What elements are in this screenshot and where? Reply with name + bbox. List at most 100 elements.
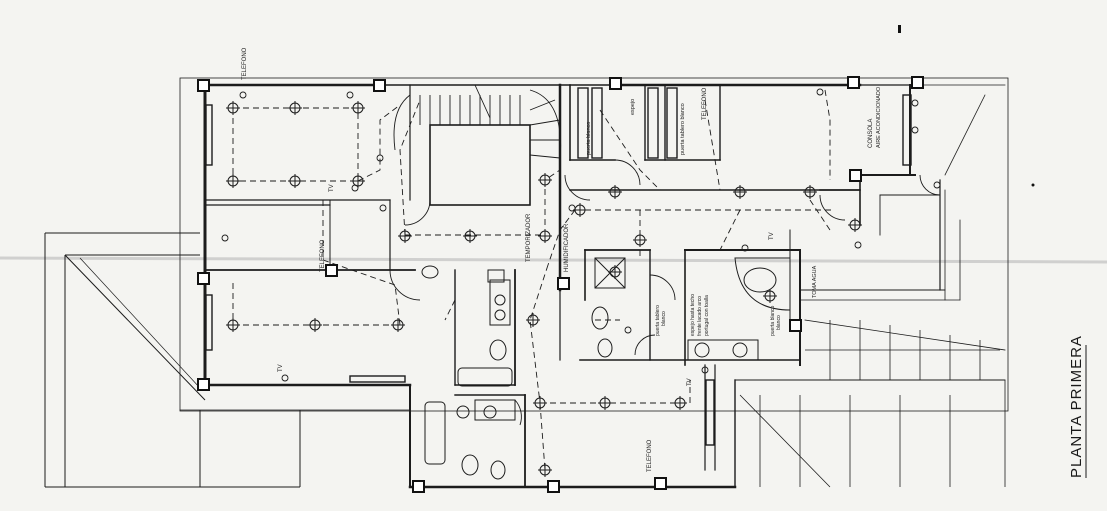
label-toma-agua: TOMA AGUA — [812, 265, 818, 298]
light-fixture — [573, 203, 587, 217]
outlet — [376, 154, 384, 162]
label-telefono-top: TELEFONO — [242, 47, 248, 80]
door-swing — [389, 269, 421, 301]
window — [902, 94, 912, 166]
label-tv: TV — [329, 184, 335, 192]
door-swing — [649, 274, 676, 301]
column-marker — [557, 277, 570, 290]
label-frente-lacado: frente lacado arco — [697, 296, 703, 336]
column-marker — [412, 480, 425, 493]
window — [666, 87, 678, 159]
label-consola: CONSOLA — [868, 119, 874, 148]
light-fixture — [351, 101, 365, 115]
label-puerta-tablero-blanco: puerta tablero blanco — [680, 103, 686, 155]
outlet — [624, 326, 632, 334]
door-swing — [564, 174, 591, 201]
light-fixture — [633, 233, 647, 247]
column-marker — [654, 477, 667, 490]
bathroom-fixtures — [421, 257, 791, 480]
window — [205, 294, 213, 351]
left-terrace — [44, 232, 301, 488]
bidet — [597, 338, 613, 358]
light-fixture — [526, 313, 540, 327]
light-fixture — [288, 101, 302, 115]
light-fixture — [538, 463, 552, 477]
outlet — [911, 126, 919, 134]
column-marker — [547, 480, 560, 493]
ink-mark — [898, 25, 901, 33]
label-telefono-left: TELEFONO — [320, 239, 326, 272]
outlet — [741, 244, 749, 252]
light-fixture — [288, 174, 302, 188]
toilet — [461, 454, 479, 476]
light-fixture — [538, 173, 552, 187]
outlet — [854, 241, 862, 249]
column-marker — [911, 76, 924, 89]
structural-columns — [197, 76, 924, 493]
vanity — [474, 399, 516, 421]
shower — [594, 257, 626, 289]
label-telefono-bottom: TELEFONO — [647, 439, 653, 472]
column-marker — [373, 79, 386, 92]
light-fixture — [733, 185, 747, 199]
column-marker — [325, 264, 338, 277]
label-puerta-blanco-2: puerta blanco — [770, 305, 776, 336]
light-fixture — [803, 185, 817, 199]
label-puerta-blanco: puerta blanco — [586, 122, 592, 155]
outlet — [281, 374, 289, 382]
label-telefono-center: TELEFONO — [702, 87, 708, 120]
light-fixture — [533, 396, 547, 410]
toilet — [591, 306, 609, 330]
bathtub — [424, 401, 446, 465]
label-temporizador: TEMPORIZADOR — [526, 213, 532, 262]
building-outline — [179, 77, 1009, 489]
light-fixture — [608, 185, 622, 199]
sink-basin — [483, 405, 497, 419]
ink-mark — [1031, 183, 1035, 187]
outlet — [239, 91, 247, 99]
light-fixture — [538, 229, 552, 243]
sink — [489, 279, 511, 326]
corner-bathtub — [734, 257, 791, 311]
label-portugal: portugal con toalla — [704, 295, 710, 336]
door-swing — [514, 399, 522, 426]
light-fixture — [463, 229, 477, 243]
sink-basin — [694, 342, 710, 358]
toilet — [489, 339, 507, 361]
door-swing — [919, 174, 941, 196]
label-tv: TV — [687, 378, 693, 386]
door-swing — [819, 194, 846, 221]
label-espejo-hasta-techo: espejo hasta techo — [690, 294, 696, 336]
window — [349, 375, 406, 383]
bathtub — [457, 367, 513, 387]
light-fixture — [763, 289, 777, 303]
outlet — [911, 99, 919, 107]
door-swing — [634, 334, 656, 356]
light-fixture — [391, 318, 405, 332]
column-marker — [197, 79, 210, 92]
window — [591, 87, 603, 159]
column-marker — [197, 272, 210, 285]
light-fixture — [398, 229, 412, 243]
outlet — [351, 184, 359, 192]
light-fixture — [608, 265, 622, 279]
light-fixture — [308, 318, 322, 332]
column-marker — [197, 378, 210, 391]
sink-basin — [732, 342, 748, 358]
doors — [389, 159, 941, 426]
label-blanco: blanco — [776, 315, 782, 330]
sink-basin — [456, 405, 470, 419]
outlet — [379, 204, 387, 212]
label-blanco: blanco — [661, 311, 667, 326]
label-espejo: espejo — [630, 99, 636, 115]
light-fixture — [226, 101, 240, 115]
double-vanity — [687, 339, 759, 361]
door-swing — [614, 159, 641, 186]
light-fixture — [598, 396, 612, 410]
column-marker — [789, 319, 802, 332]
electrical-circuits — [232, 89, 835, 471]
sink-basin — [494, 294, 506, 306]
windows — [205, 87, 912, 446]
sink-basin — [494, 309, 506, 321]
